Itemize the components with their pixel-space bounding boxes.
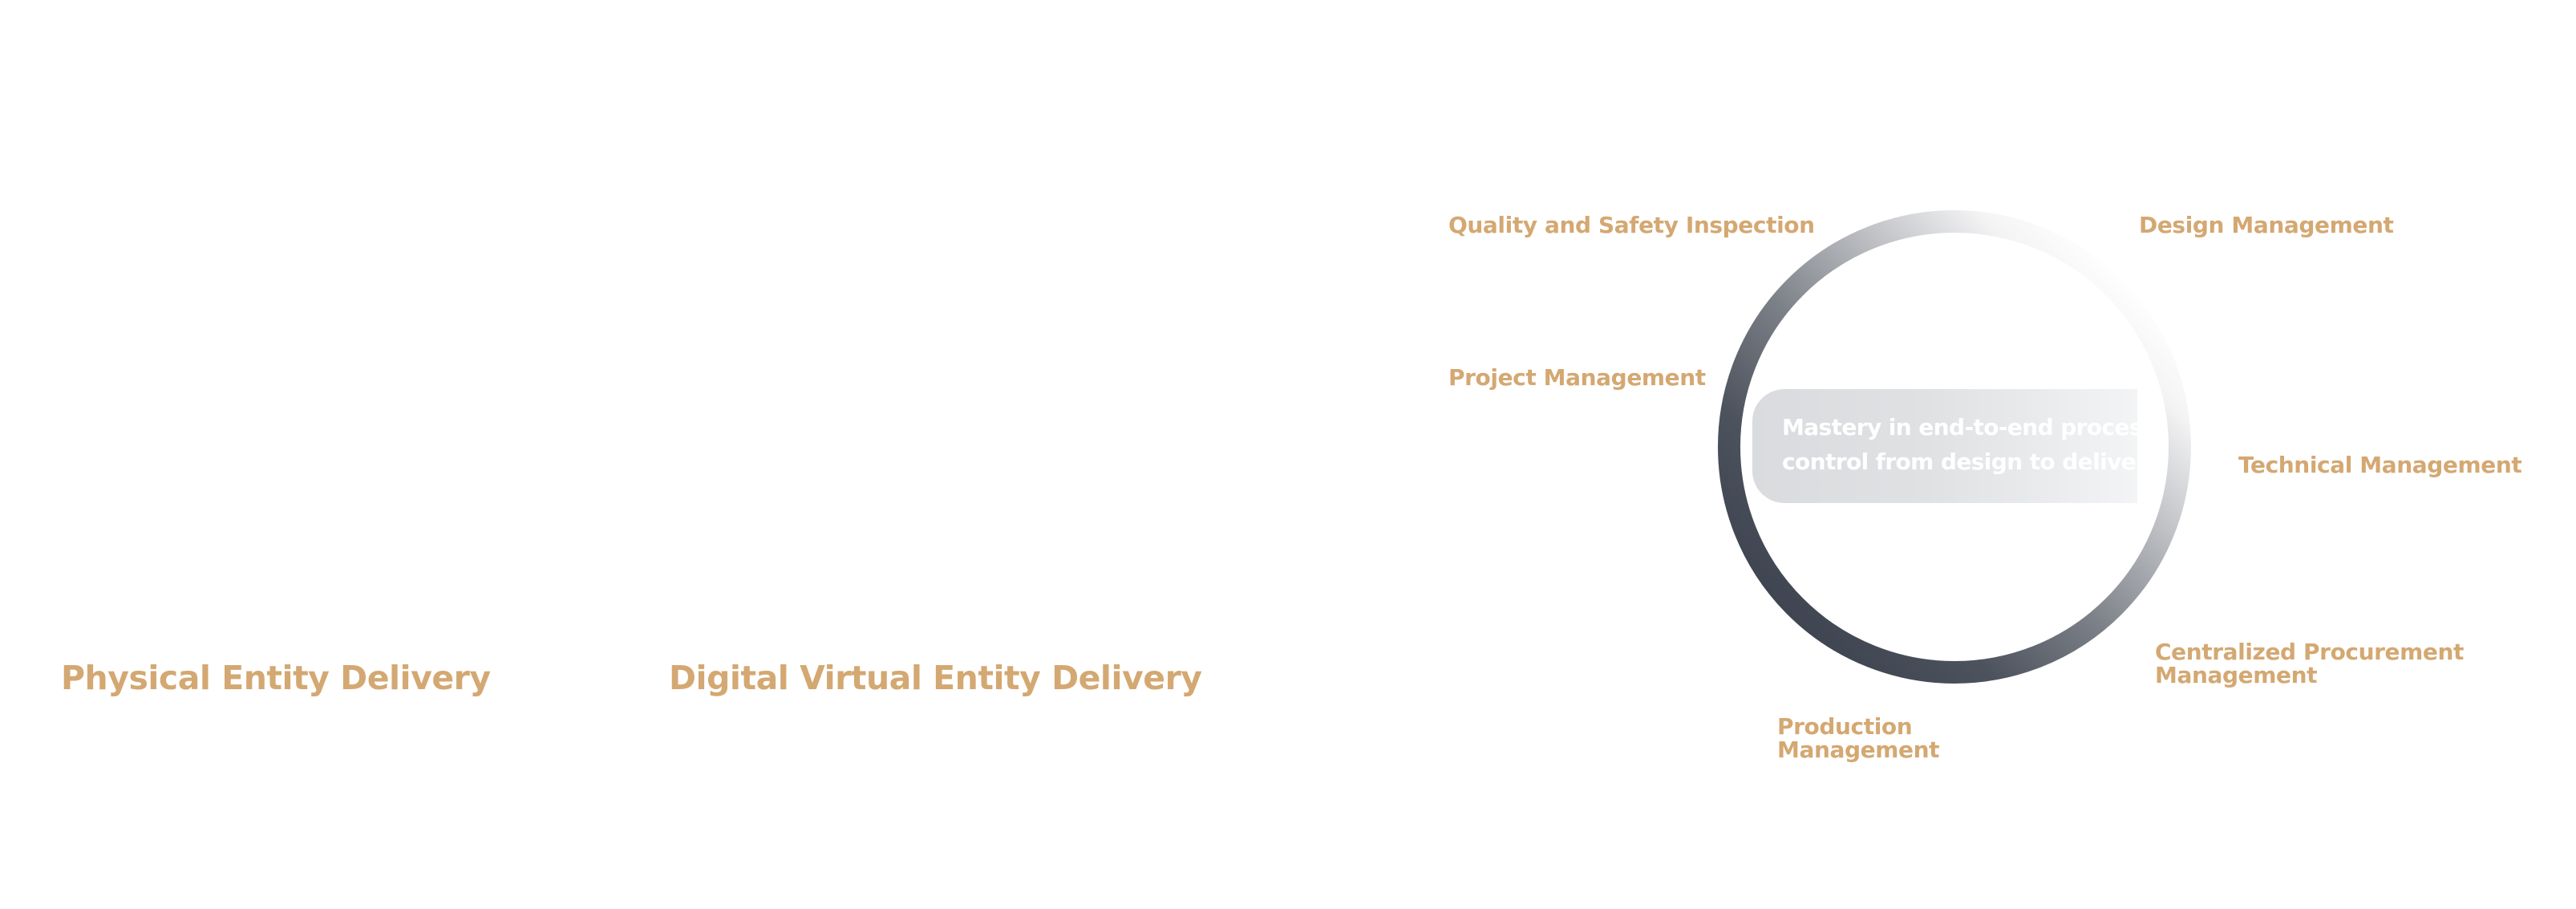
label-project-management: Project Management [1448,364,1706,391]
process-ring [1718,210,2191,684]
label-production-line-2: Management [1777,737,1940,763]
digital-virtual-entity-delivery-heading: Digital Virtual Entity Delivery [669,659,1202,697]
label-centralized-procurement-management: Centralized Procurement Management [2155,640,2464,687]
center-statement-line-2: control from design to delivery [1782,448,2137,475]
label-procurement-line-1: Centralized Procurement [2155,639,2465,665]
center-statement-text: Mastery in end-to-end process control fr… [1782,410,2137,479]
center-statement-pill: Mastery in end-to-end process control fr… [1752,389,2137,503]
center-statement-line-1: Mastery in end-to-end process [1782,414,2137,440]
label-procurement-line-2: Management [2155,662,2318,688]
label-production-line-1: Production [1777,713,1913,740]
label-design-management: Design Management [2139,212,2394,238]
physical-entity-delivery-heading: Physical Entity Delivery [61,659,491,697]
label-technical-management: Technical Management [2238,452,2522,478]
label-quality-safety-inspection: Quality and Safety Inspection [1448,212,1815,238]
label-production-management: Production Management [1777,713,1940,763]
process-ring-circle [1718,210,2191,684]
